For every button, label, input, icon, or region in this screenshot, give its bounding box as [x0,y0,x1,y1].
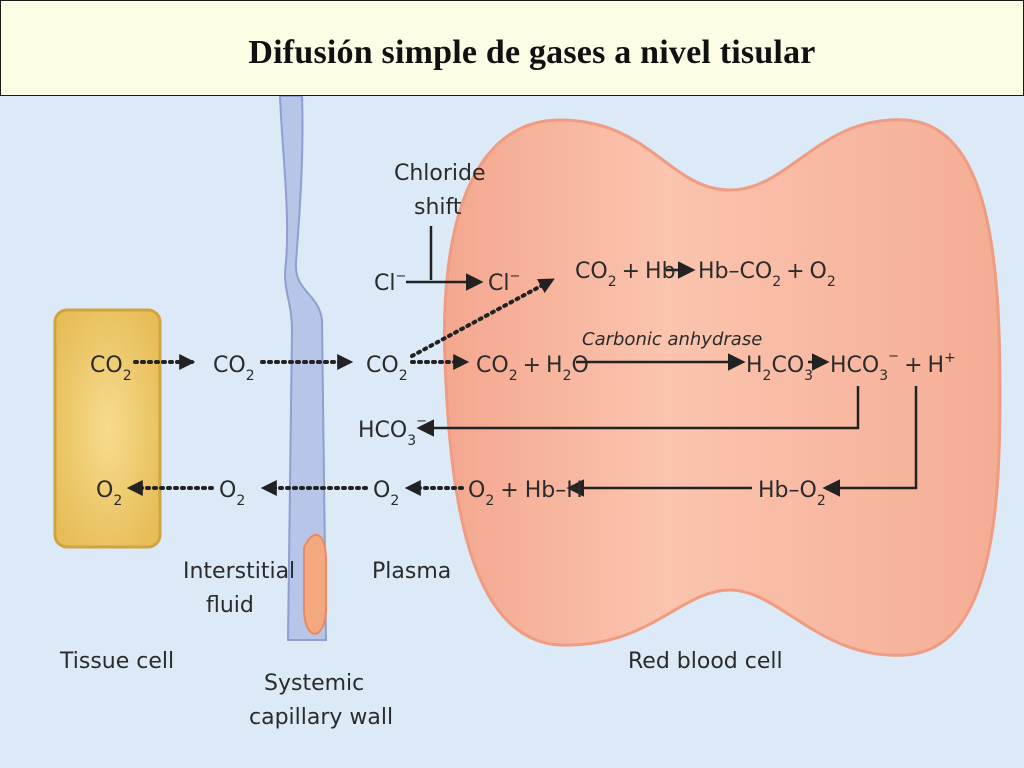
hco3-plasma: HCO3− [358,414,427,449]
systemic-capillary-label-1: Systemic [264,671,364,696]
o2-interstitial: O2 [219,478,245,509]
capillary-inner-ellipse [303,533,327,635]
chloride-shift-label-1: Chloride [394,161,486,186]
carbonic-anhydrase-label: Carbonic anhydrase [582,329,762,350]
o2-tissue: O2 [96,478,122,509]
co2-h2o-reactant: CO2+H2O [476,353,589,384]
co2-plasma: CO2 [366,353,408,384]
co2-tissue: CO2 [90,353,132,384]
systemic-capillary-label-2: capillary wall [249,705,393,730]
gas-diffusion-diagram: Tissue cell Interstitial fluid Plasma Sy… [0,96,1024,768]
cl-plasma: Cl− [374,269,406,296]
hb-co2-product: Hb–CO2+O2 [698,259,836,290]
plasma-label: Plasma [372,559,451,584]
h2co3: H2CO3 [746,353,813,384]
interstitial-fluid-label-2: fluid [206,593,254,618]
co2-arrow-plasma-to-hb [410,278,555,358]
hco3-return-arrow [416,386,860,437]
red-blood-cell-label: Red blood cell [628,649,783,674]
co2-interstitial: CO2 [213,353,255,384]
page-title: Difusión simple de gases a nivel tisular [248,34,816,71]
hco3-h-product: HCO3−+H+ [830,349,956,384]
co2-hb-reactant: CO2+Hb [575,259,676,290]
red-blood-cell-shape [443,118,1002,657]
interstitial-fluid-label-1: Interstitial [183,559,295,584]
title-bar: Difusión simple de gases a nivel tisular [0,0,1024,96]
o2-hbh: O2+Hb–H [468,478,583,509]
hbo2: Hb–O2 [758,478,826,509]
o2-plasma: O2 [373,478,399,509]
tissue-cell-label: Tissue cell [59,649,174,674]
h-to-hbo2-arrow [822,386,918,497]
cl-rbc: Cl− [488,269,520,296]
capillary-wall-shape [278,96,328,641]
tissue-cell-shape [53,308,162,549]
chloride-shift-label-2: shift [414,195,462,220]
